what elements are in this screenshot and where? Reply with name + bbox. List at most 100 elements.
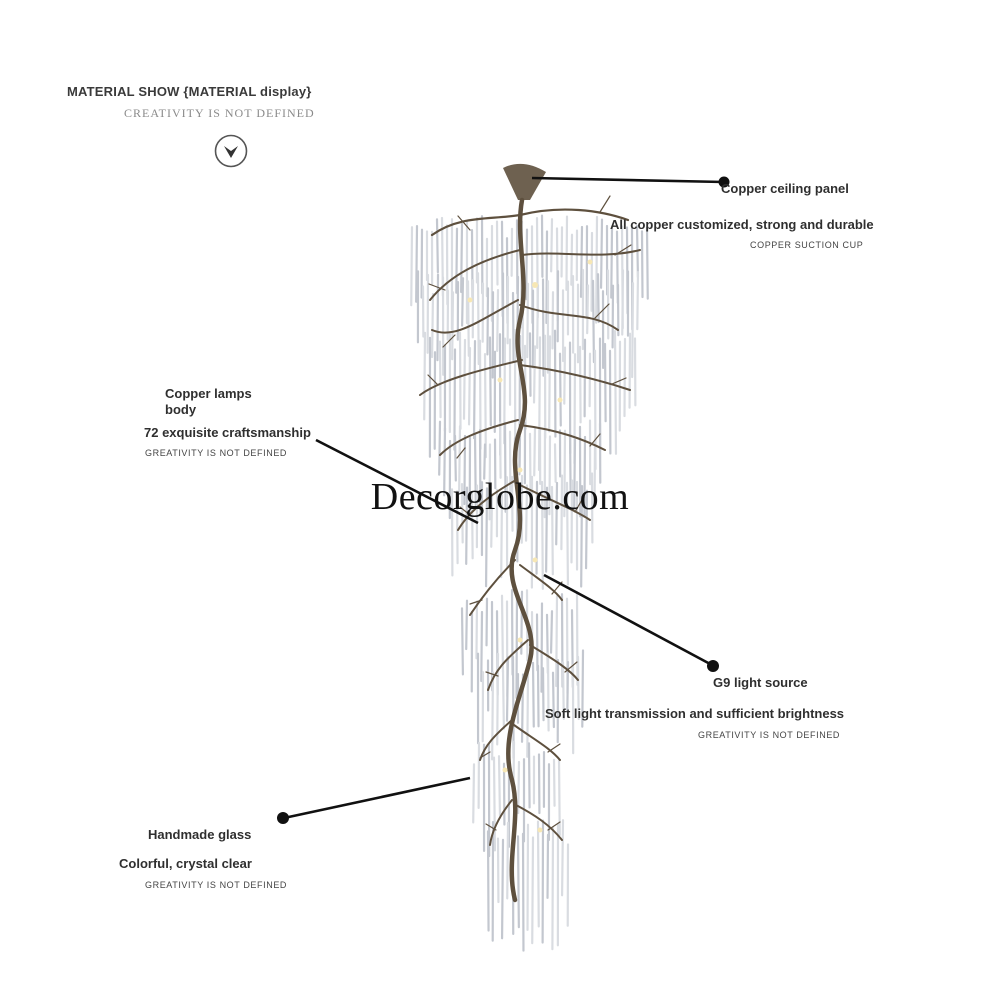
callout-glass-line2: GREATIVITY IS NOT DEFINED [145,880,288,890]
crystal-drop [526,282,530,359]
crystal-drop [555,481,559,546]
crystal-drop [510,475,514,532]
callout-light-line1: Soft light transmission and sufficient b… [545,706,845,721]
crystal-drop [551,671,555,729]
crystal-drop [546,652,550,732]
crystal-drop [484,487,489,588]
crystal-drop [463,434,467,506]
crystal-drop [536,820,540,928]
callout-ceiling-title: Copper ceiling panel [721,181,849,196]
crystal-drop [496,288,500,353]
crystal-drop [465,486,469,565]
crystal-drop [551,291,555,350]
crystal-drop [486,287,490,356]
crystal-drop [517,760,521,815]
crystal-drop [568,431,572,493]
crystal-drop [541,667,545,722]
crystal-drop [462,338,467,420]
crystal-drop [500,838,505,940]
crystal-drop [558,352,562,427]
callout-body-title-b: body [165,402,197,417]
leader-ceiling [531,176,725,184]
crystal-drop [435,218,439,274]
leader-glass [283,776,471,820]
crystal-drop [548,335,552,433]
crystal-drop [623,337,627,418]
crystal-drop [610,227,614,299]
crystal-drop [488,336,492,427]
crystal-drop [541,278,545,377]
crystal-drop [565,481,570,586]
crystal-drop [549,610,554,654]
crystal-drop [613,329,618,455]
crystal-drop [438,420,442,476]
copper-ceiling-canopy [503,163,546,200]
crystal-drop [570,233,574,286]
crystal-drop [631,282,635,379]
crystal-drop [531,836,535,945]
crystal-drop [475,600,479,660]
crystal-drop [486,830,490,932]
crystal-drop [455,227,459,294]
crystal-drop [466,280,470,357]
crystal-drop [491,671,495,761]
crystal-drop [645,226,649,300]
crystal-drop [580,484,584,588]
crystal-drop [540,480,544,590]
crystal-drop [458,425,462,495]
crystal-drop [636,270,640,331]
crystal-drop [415,224,419,303]
crystal-drop [458,331,462,430]
crystal-drop [460,483,464,544]
crystal-drop [525,228,529,301]
crystal-drop [438,340,442,419]
g9-bulbs [467,259,593,833]
crystal-drop [533,426,537,477]
crystal-drop [511,291,515,363]
callout-light-line2: GREATIVITY IS NOT DEFINED [698,730,841,740]
crystal-drop [472,763,476,824]
crystal-drop [516,835,520,929]
crystal-drop [548,435,552,516]
callout-body-title-a: Copper lamps [165,386,252,401]
crystal-drop [560,474,564,551]
crystal-drop [492,756,497,852]
crystal-drop [581,649,585,728]
crystal-drop [563,429,567,518]
crystal-drop [503,421,507,513]
crystal-drop [584,489,589,570]
crystal-drop [532,345,537,404]
crystal-drop [545,230,549,325]
crystal-drop [460,607,465,676]
crystal-drop [560,819,565,897]
crystal-drop [465,599,469,651]
crystal-drop [443,427,447,497]
crystal-drop [550,218,554,273]
crystal-drop [453,348,457,451]
crystal-drop [552,758,556,807]
crystal-drop [586,284,590,335]
crystal-drop [470,492,474,560]
crystal-drop [500,594,505,673]
crystal-drop [451,291,455,361]
crystal-drop [483,443,487,480]
crystal-drop [460,222,464,294]
crystal-drop [591,279,596,364]
crystal-drop [555,595,559,688]
leader-light [543,573,713,667]
crystal-drop [490,493,494,548]
crystal-drop [595,215,599,324]
crystal-drop [557,758,561,837]
leader-body [315,438,479,525]
crystal-drop [455,490,459,565]
crystal-drop [545,486,549,573]
crystal-drop [524,484,529,542]
crystal-drop [501,669,505,730]
crystal-drop [550,485,554,576]
callout-ceiling-line1: All copper customized, strong and durabl… [610,217,874,232]
crystal-drop [461,277,465,327]
crystal-drop [536,284,540,350]
crystal-drop [476,272,480,366]
watermark: Decorglobe.com [370,476,630,518]
